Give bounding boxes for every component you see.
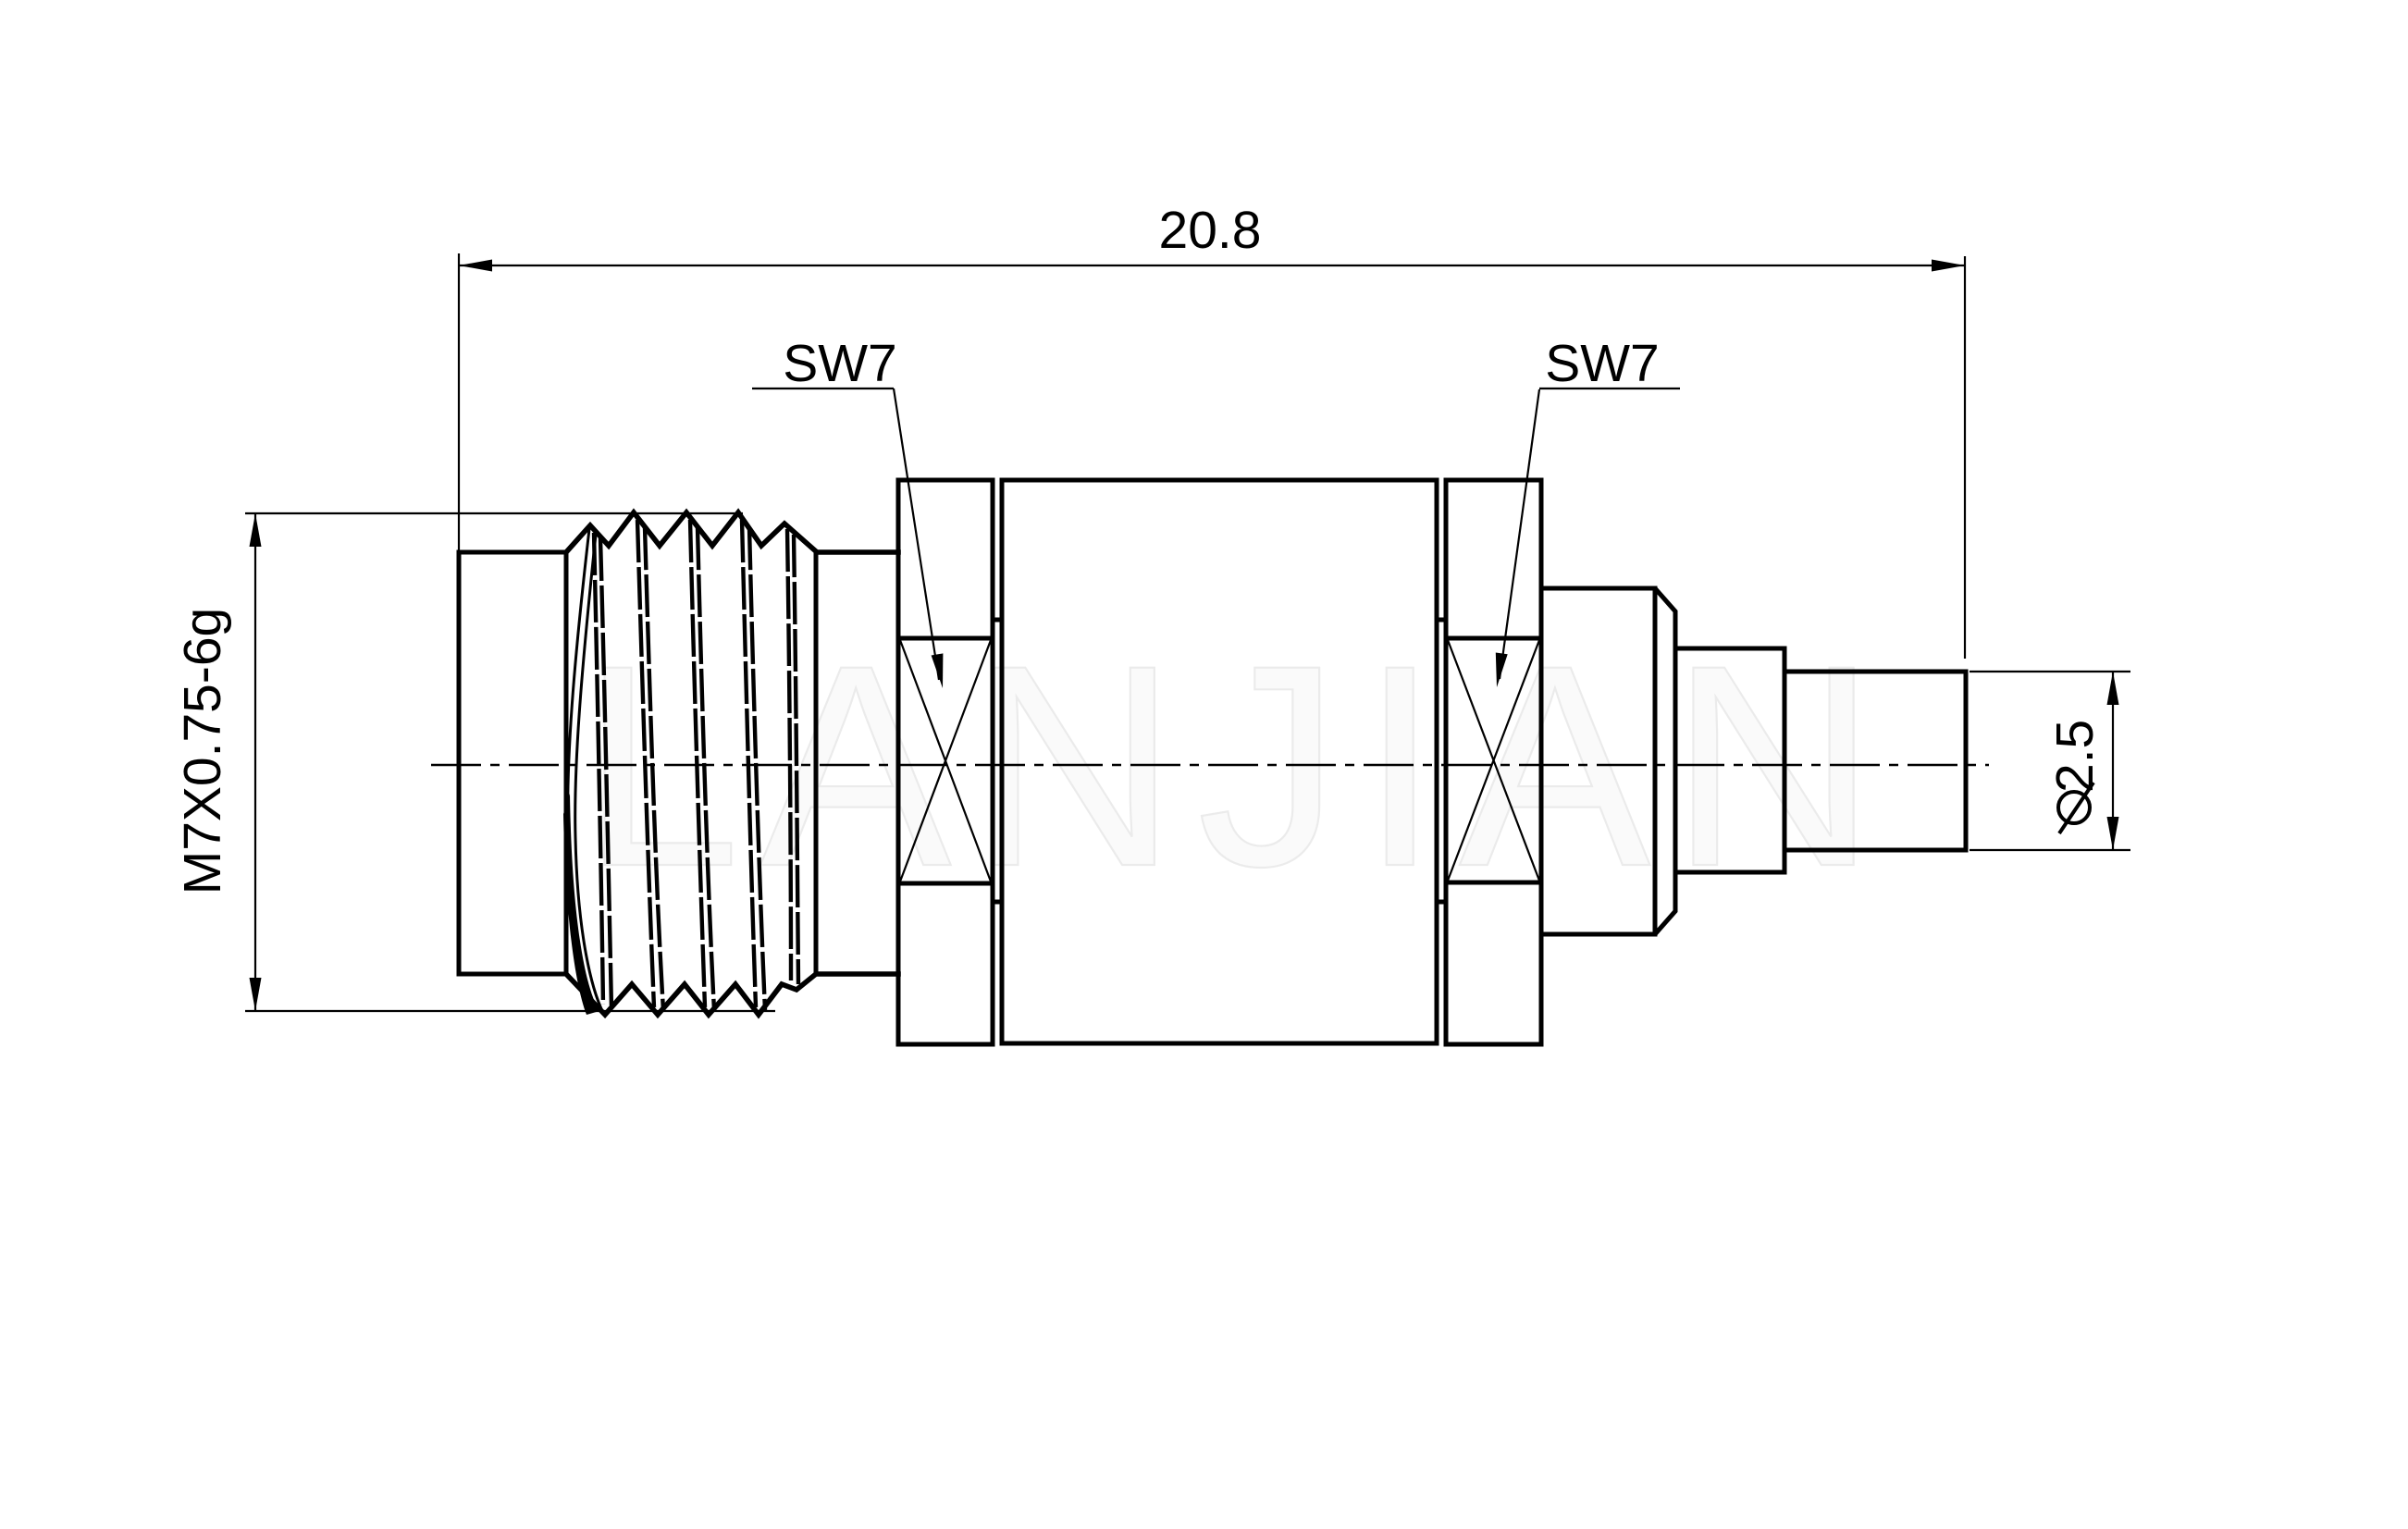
svg-text:20.8: 20.8	[1159, 201, 1262, 260]
svg-text:SW7: SW7	[783, 334, 897, 393]
svg-text:M7X0.75-6g: M7X0.75-6g	[173, 608, 232, 895]
svg-text:SW7: SW7	[1545, 334, 1660, 393]
svg-text:2.5: 2.5	[2045, 720, 2105, 793]
